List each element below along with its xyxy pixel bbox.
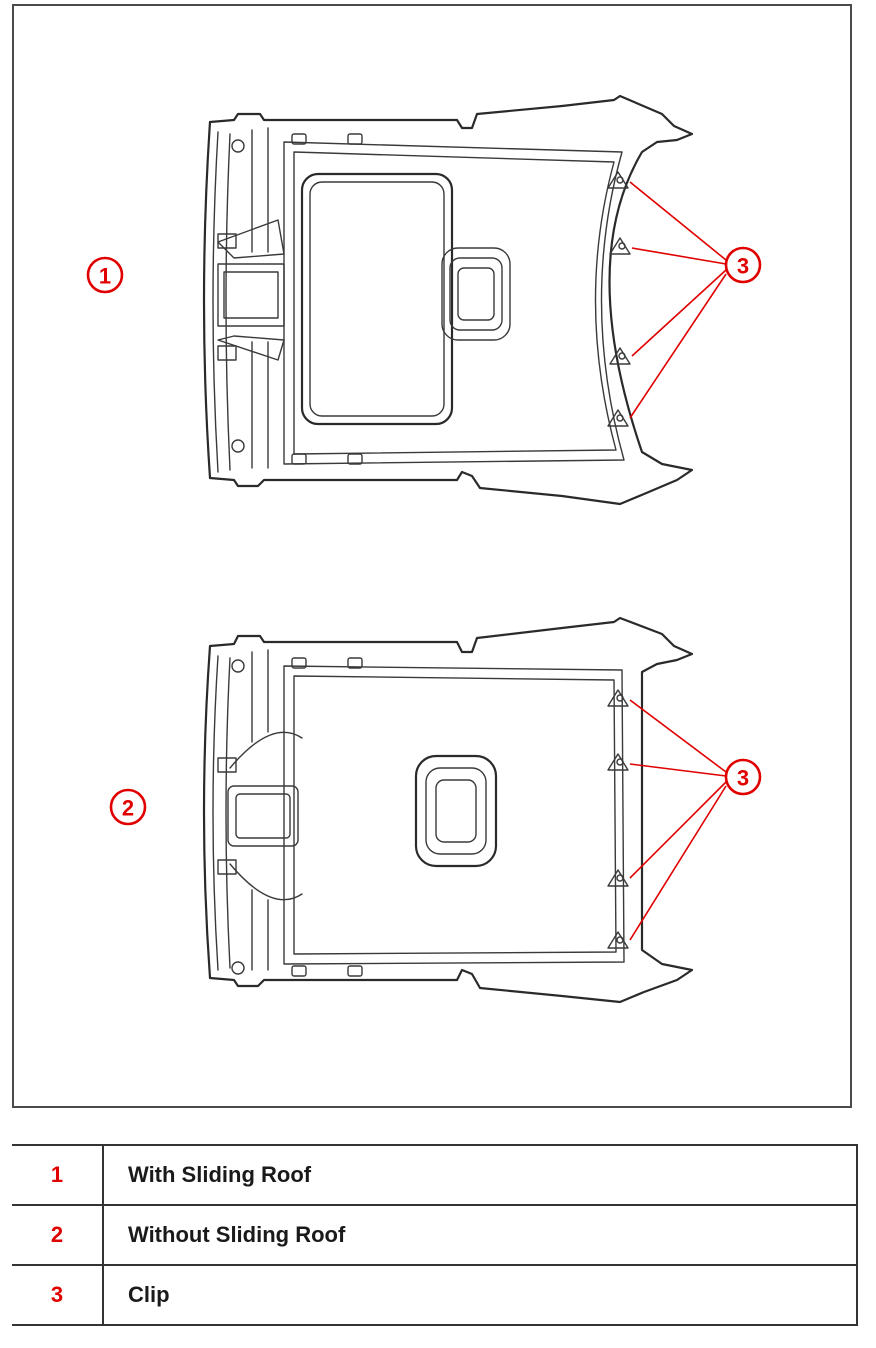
legend-row: 2 Without Sliding Roof [12, 1204, 858, 1266]
legend-number: 1 [12, 1144, 104, 1206]
legend-table: 1 With Sliding Roof 2 Without Sliding Ro… [12, 1144, 858, 1326]
figure-frame: 1 2 3 3 [12, 4, 852, 1108]
callout-1-label: 1 [99, 264, 111, 289]
legend-label: Clip [103, 1264, 858, 1326]
callout-3-top: 3 [724, 246, 762, 284]
headliner-without-sliding-roof [202, 616, 694, 1004]
legend-number: 2 [12, 1204, 104, 1266]
legend-row: 3 Clip [12, 1264, 858, 1326]
callout-2-label: 2 [122, 796, 134, 821]
callout-3-top-label: 3 [737, 254, 749, 279]
headliner-with-sliding-roof [202, 94, 694, 506]
callout-3-bottom: 3 [724, 758, 762, 796]
callout-3-bottom-label: 3 [737, 766, 749, 791]
legend-number: 3 [12, 1264, 104, 1326]
callout-1: 1 [86, 256, 124, 294]
callout-2: 2 [109, 788, 147, 826]
legend-label: Without Sliding Roof [103, 1204, 858, 1266]
legend-label: With Sliding Roof [103, 1144, 858, 1206]
leader-lines-top [629, 181, 727, 419]
legend-row: 1 With Sliding Roof [12, 1144, 858, 1206]
leader-lines-bottom [629, 699, 727, 941]
headliner-diagram: 1 2 3 3 [86, 94, 762, 1004]
